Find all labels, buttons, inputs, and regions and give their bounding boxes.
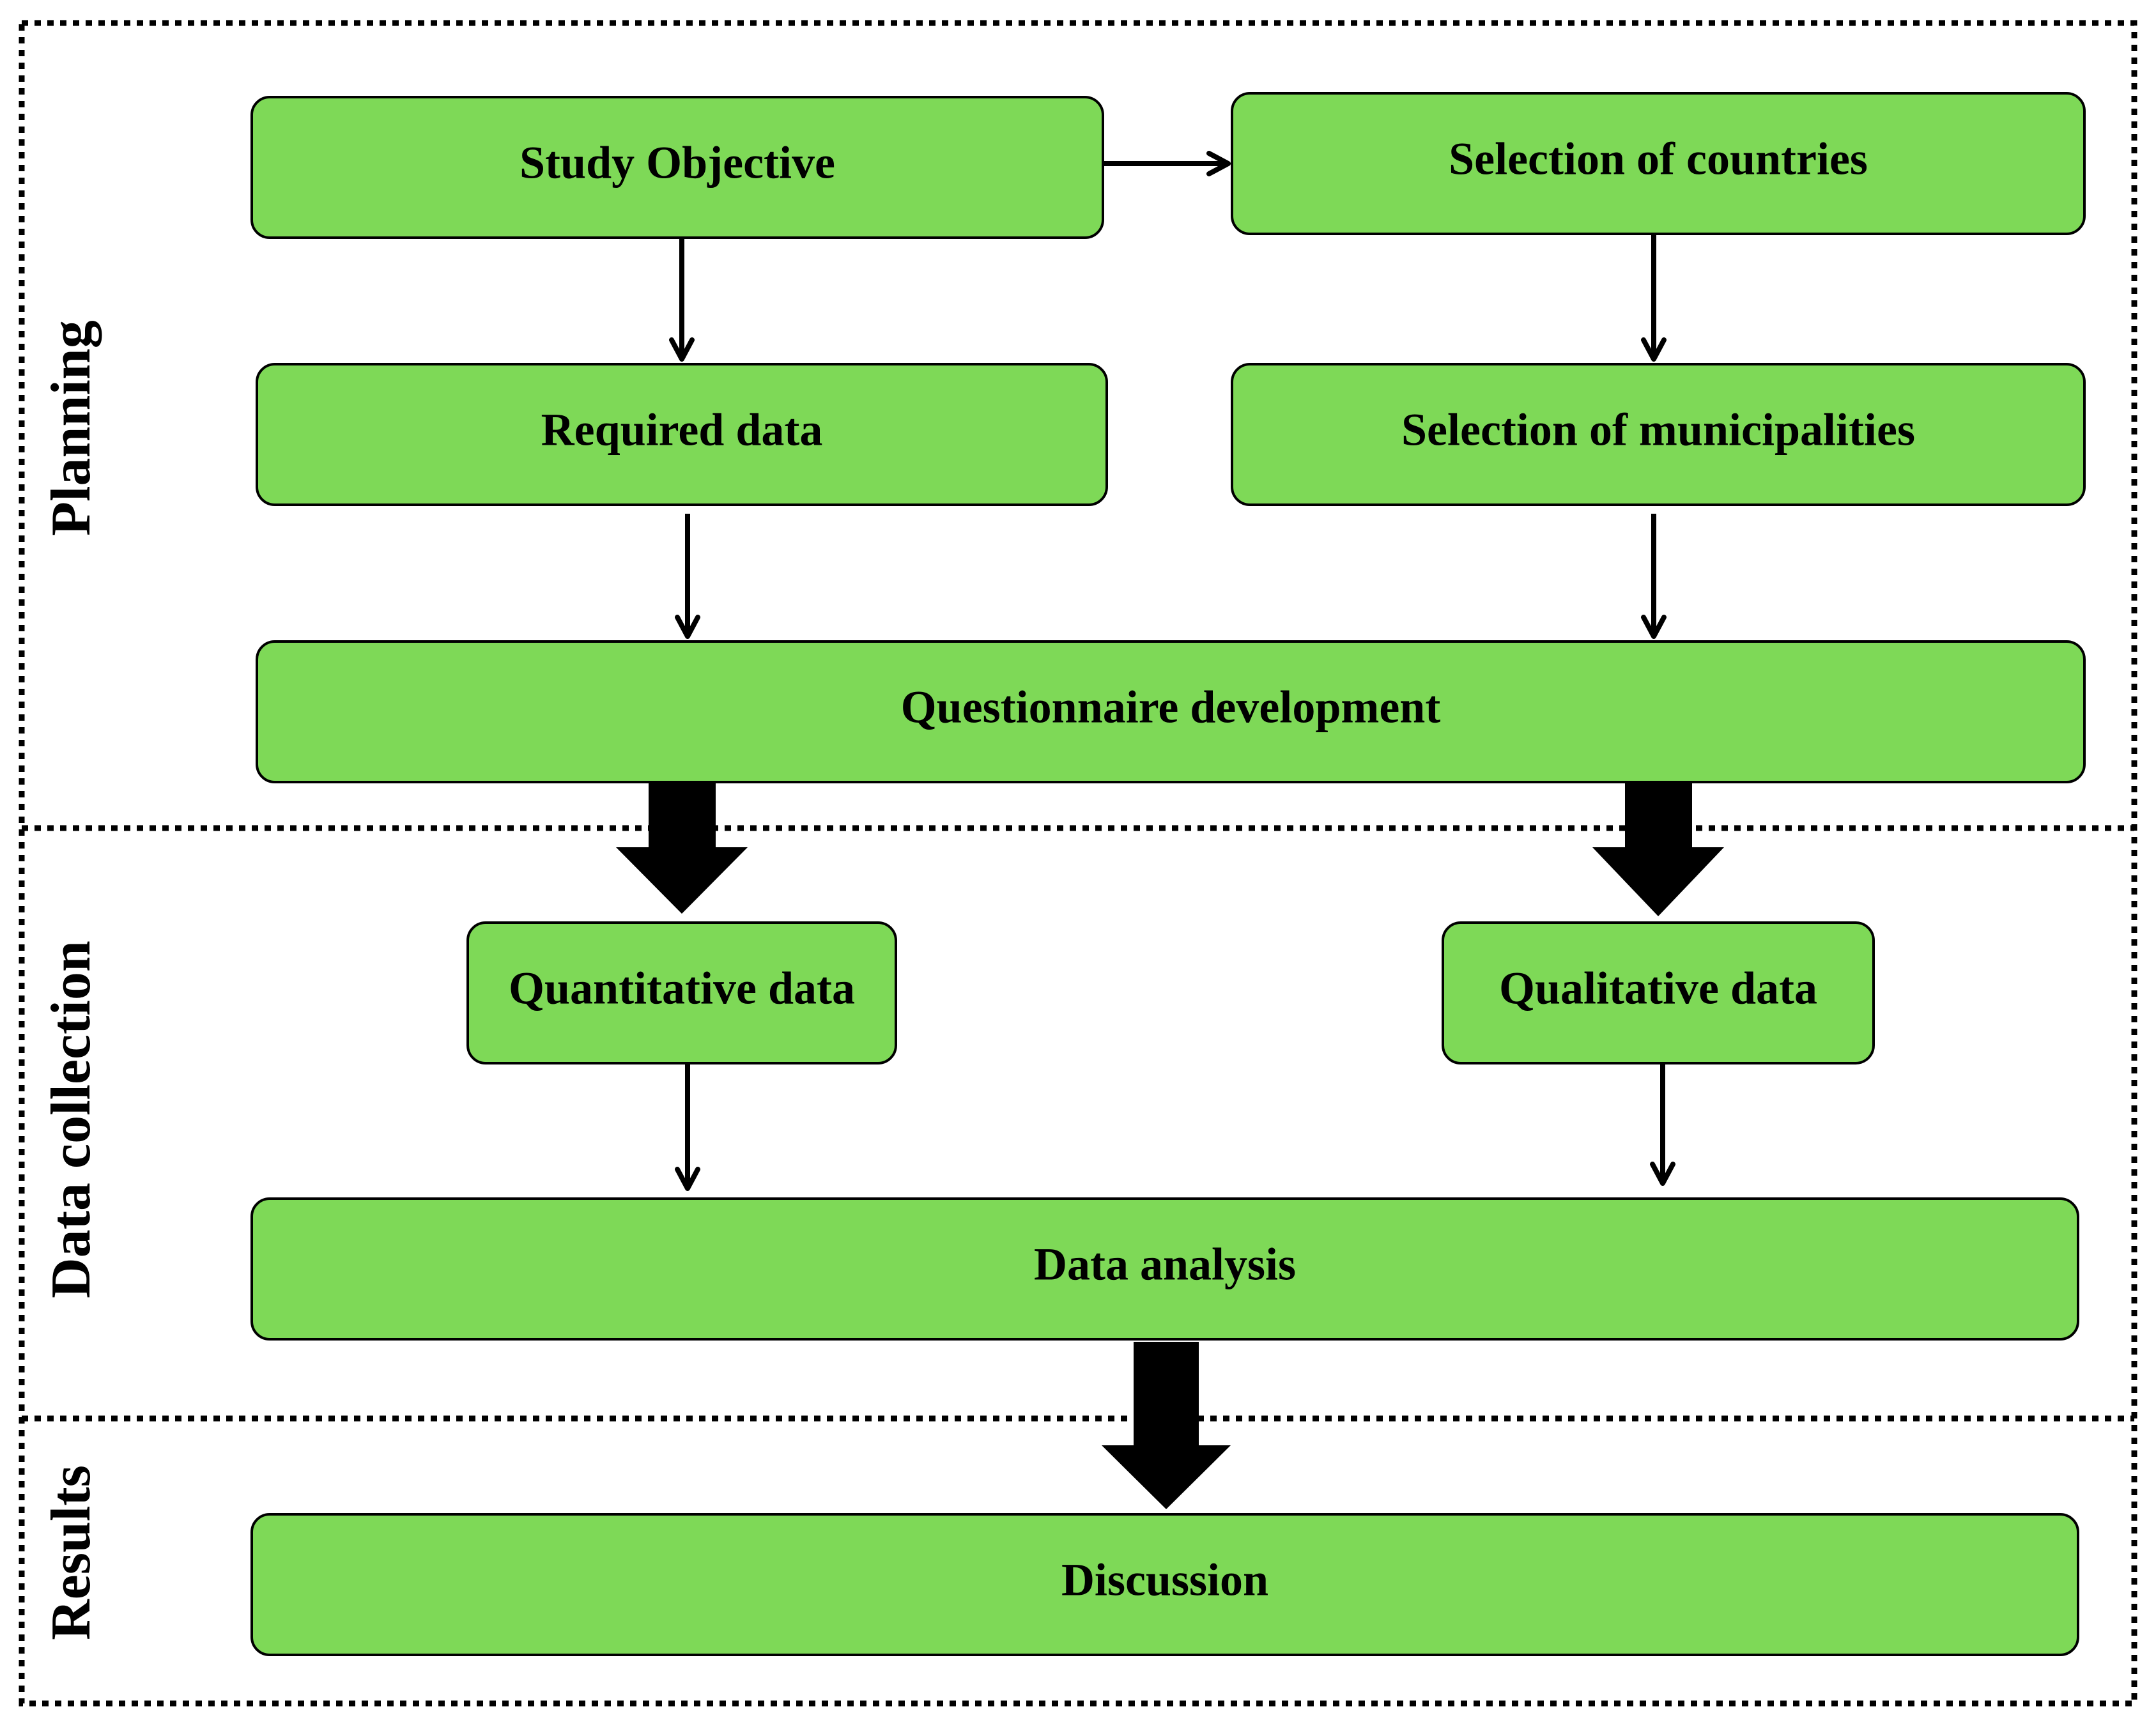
box-qualitative-data: Qualitative data bbox=[1442, 921, 1875, 1064]
box-label-qualitative-data: Qualitative data bbox=[1499, 963, 1817, 1014]
box-label-quantitative-data: Quantitative data bbox=[509, 963, 855, 1014]
box-selection-of-municipalities: Selection of municipalities bbox=[1231, 363, 2086, 506]
block-arrow-questionnaire-to-quantitative bbox=[616, 783, 748, 914]
box-label-study-objective: Study Objective bbox=[520, 137, 835, 188]
section-borders bbox=[19, 20, 2137, 1707]
box-quantitative-data: Quantitative data bbox=[466, 921, 897, 1064]
block-arrow-analysis-to-discussion bbox=[1102, 1342, 1231, 1509]
box-selection-of-countries: Selection of countries bbox=[1231, 92, 2086, 235]
section-label-data-collection: Data collection bbox=[40, 941, 102, 1298]
box-questionnaire-development: Questionnaire development bbox=[256, 640, 2086, 783]
box-required-data: Required data bbox=[256, 363, 1108, 506]
box-label-questionnaire-development: Questionnaire development bbox=[901, 682, 1441, 733]
block-arrows bbox=[616, 783, 1724, 1509]
box-label-selection-of-countries: Selection of countries bbox=[1449, 134, 1868, 185]
box-discussion: Discussion bbox=[250, 1513, 2079, 1656]
section-label-planning: Planning bbox=[40, 320, 102, 535]
section-label-results: Results bbox=[40, 1465, 102, 1640]
block-arrow-questionnaire-to-qualitative bbox=[1592, 783, 1724, 916]
box-data-analysis: Data analysis bbox=[250, 1197, 2079, 1341]
box-study-objective: Study Objective bbox=[250, 96, 1104, 239]
box-label-discussion: Discussion bbox=[1061, 1555, 1268, 1606]
box-label-required-data: Required data bbox=[541, 404, 823, 456]
box-label-data-analysis: Data analysis bbox=[1034, 1239, 1296, 1290]
outer-dotted-border bbox=[19, 20, 2137, 1707]
thin-arrows bbox=[669, 151, 1675, 1191]
box-label-selection-of-municipalities: Selection of municipalities bbox=[1401, 404, 1915, 456]
